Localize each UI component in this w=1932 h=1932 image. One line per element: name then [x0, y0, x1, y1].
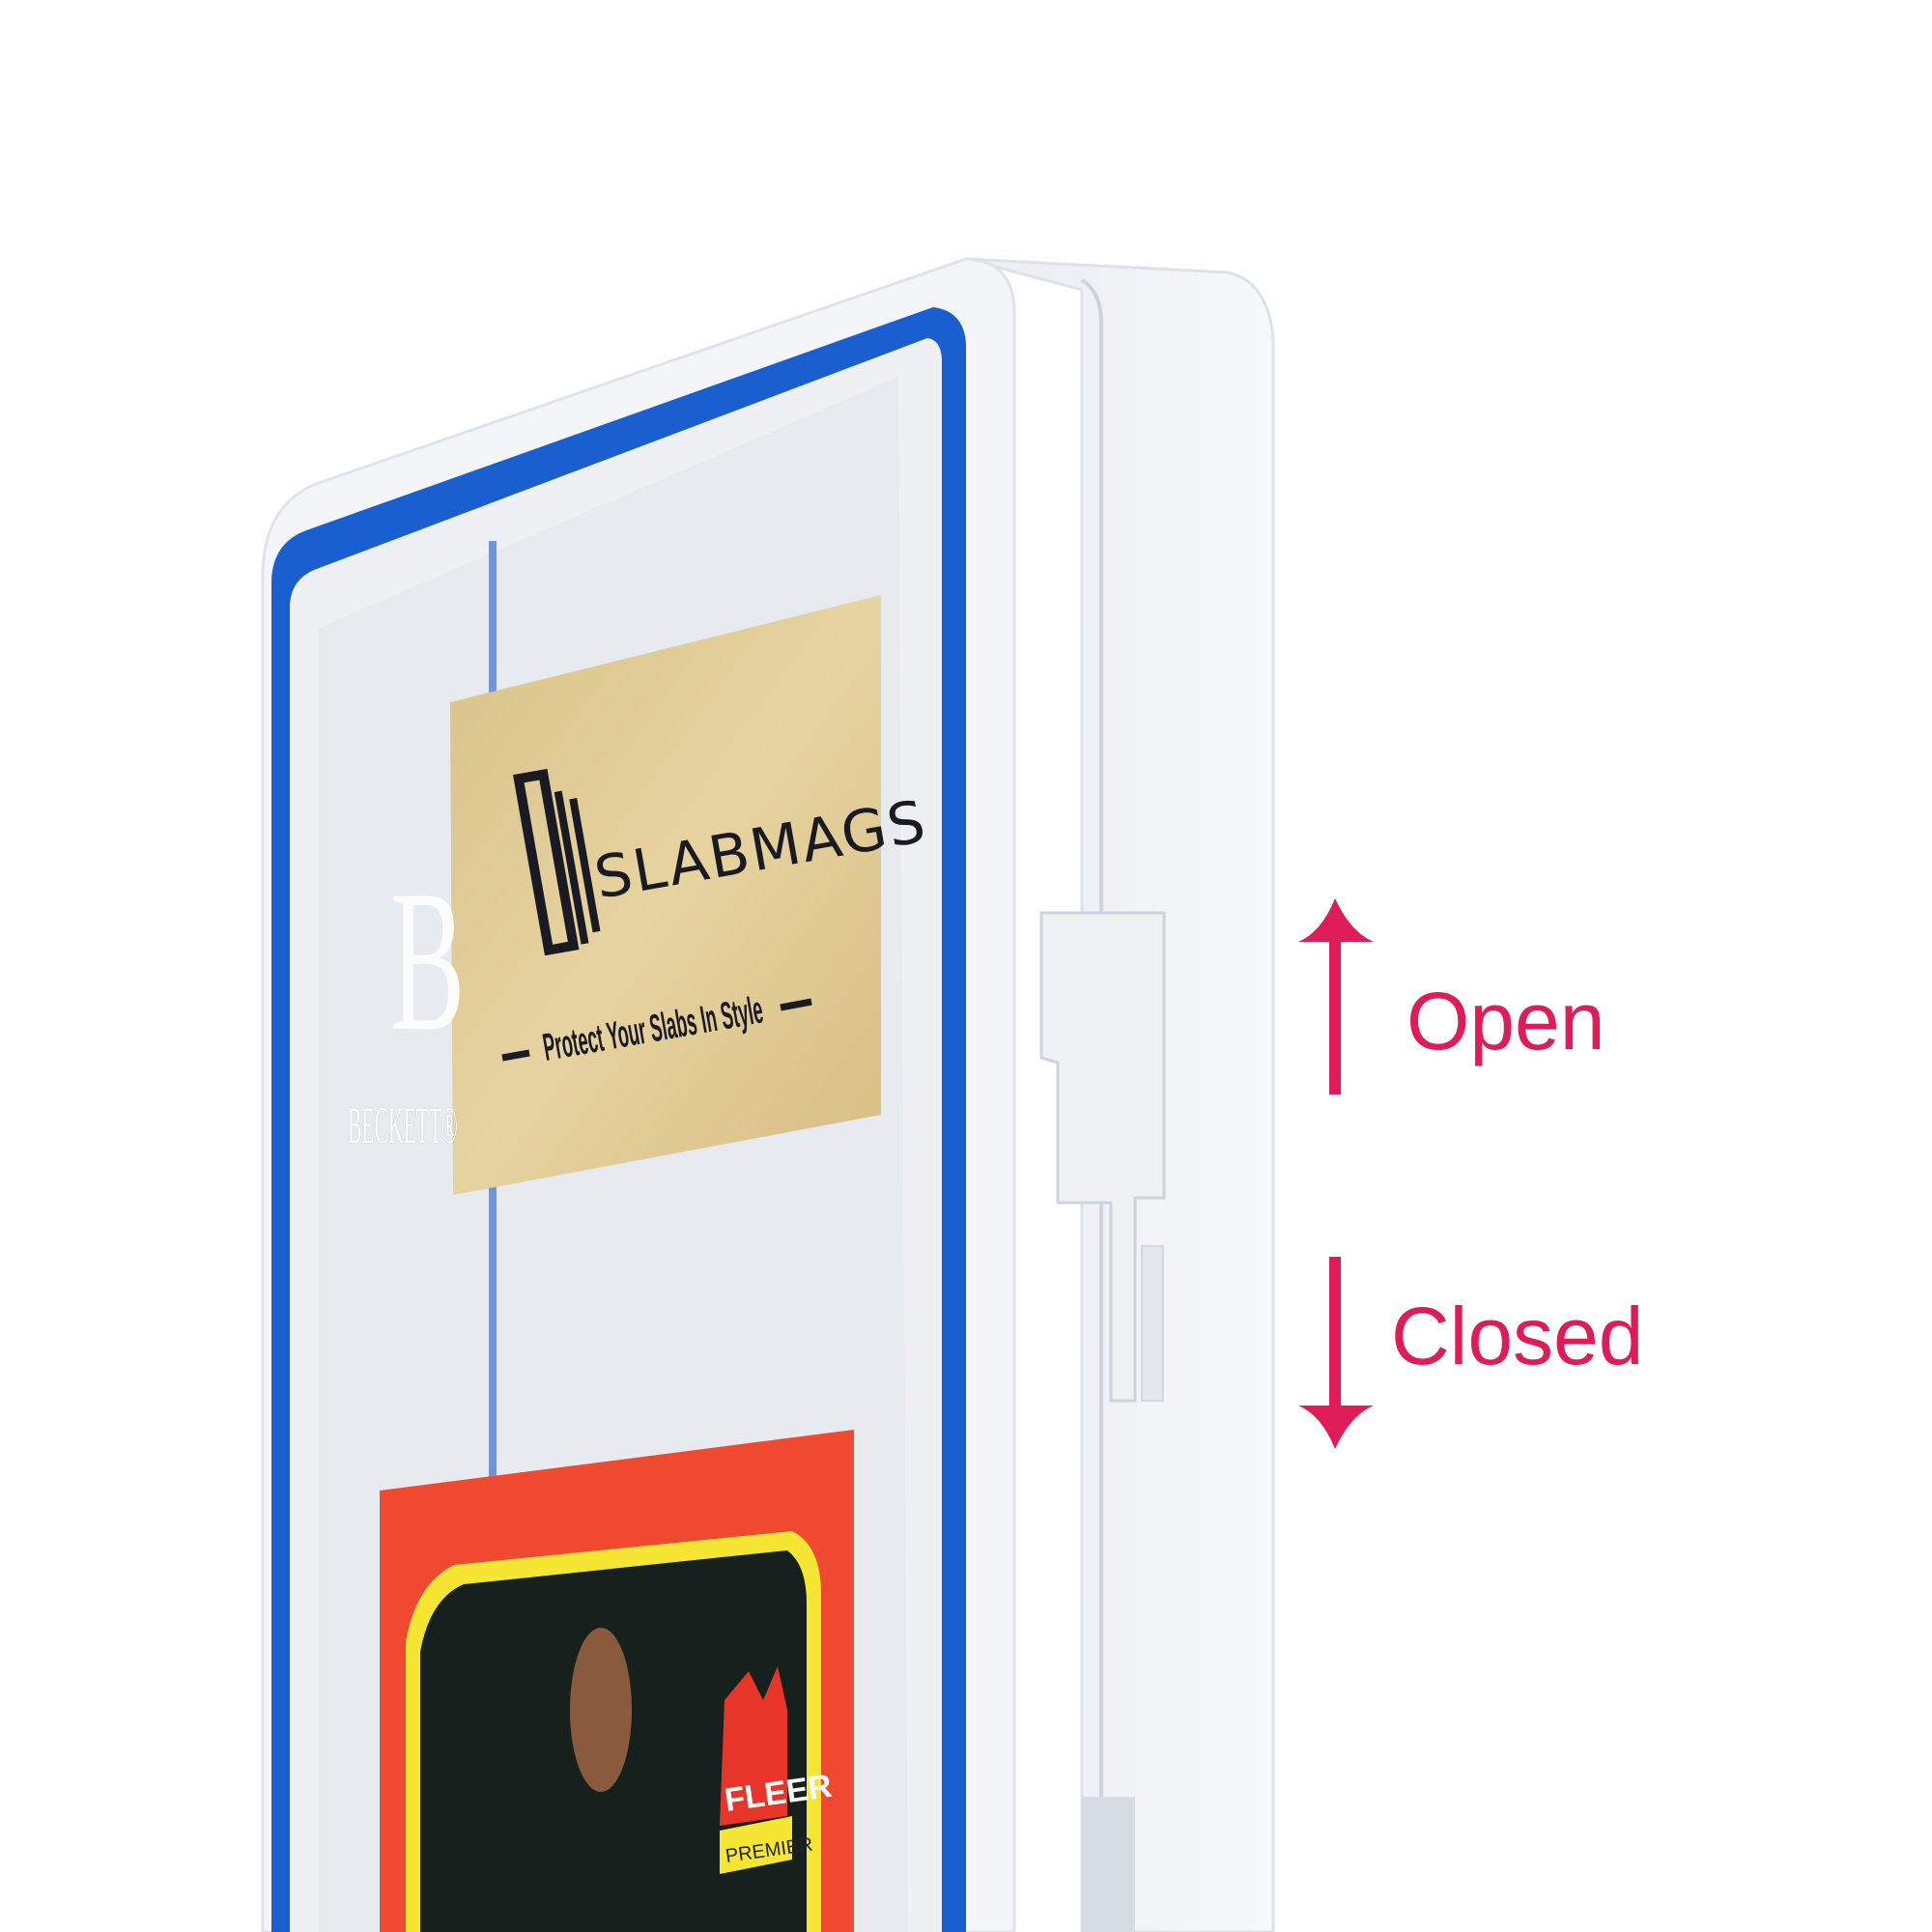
label-plate [450, 595, 881, 1195]
basketball [570, 1628, 632, 1792]
arrow-down-icon [1298, 1257, 1374, 1449]
latch-notch [1141, 1245, 1164, 1402]
slabmags-logo-icon [513, 768, 601, 956]
lower-latch [1082, 1797, 1135, 1932]
grader-name: BECKETT® [348, 1096, 458, 1154]
closed-label: Closed [1391, 1291, 1644, 1381]
fleer-badge [720, 1666, 787, 1826]
grader-logo: B [390, 848, 465, 1073]
open-label: Open [1406, 976, 1605, 1066]
arrow-up-icon [1298, 898, 1374, 1094]
latch-slider [1039, 911, 1166, 1403]
case-side-seam [1080, 278, 1103, 1932]
